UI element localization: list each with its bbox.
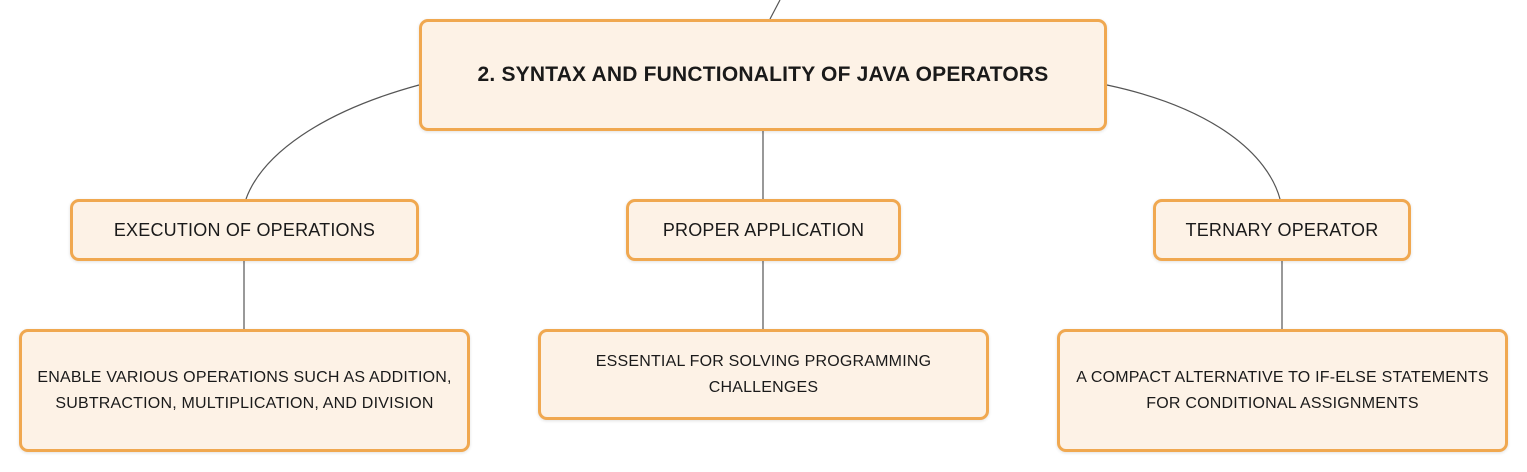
connector-root-to-ternary bbox=[1106, 84, 1281, 200]
connector-root-to-execution bbox=[245, 84, 420, 200]
branch-node-label: TERNARY OPERATOR bbox=[1185, 219, 1379, 240]
branch-node-execution-of-operations[interactable]: EXECUTION OF OPERATIONS bbox=[70, 199, 419, 261]
root-node[interactable]: 2. SYNTAX AND FUNCTIONALITY OF JAVA OPER… bbox=[419, 19, 1107, 131]
branch-node-label: PROPER APPLICATION bbox=[662, 219, 865, 240]
branch-node-proper-application[interactable]: PROPER APPLICATION bbox=[626, 199, 901, 261]
root-node-label: 2. SYNTAX AND FUNCTIONALITY OF JAVA OPER… bbox=[477, 63, 1049, 86]
detail-node-text: ENABLE VARIOUS OPERATIONS SUCH AS ADDITI… bbox=[37, 368, 452, 412]
detail-node-text: ESSENTIAL FOR SOLVING PROGRAMMING CHALLE… bbox=[595, 352, 932, 396]
branch-node-label: EXECUTION OF OPERATIONS bbox=[113, 219, 376, 240]
detail-node-execution-of-operations[interactable]: ENABLE VARIOUS OPERATIONS SUCH AS ADDITI… bbox=[19, 329, 470, 452]
detail-node-text: A COMPACT ALTERNATIVE TO IF-ELSE STATEME… bbox=[1076, 368, 1489, 412]
branch-node-ternary-operator[interactable]: TERNARY OPERATOR bbox=[1153, 199, 1411, 261]
parent-connector bbox=[769, 0, 781, 20]
detail-node-ternary-operator[interactable]: A COMPACT ALTERNATIVE TO IF-ELSE STATEME… bbox=[1057, 329, 1508, 452]
detail-node-proper-application[interactable]: ESSENTIAL FOR SOLVING PROGRAMMING CHALLE… bbox=[538, 329, 989, 420]
